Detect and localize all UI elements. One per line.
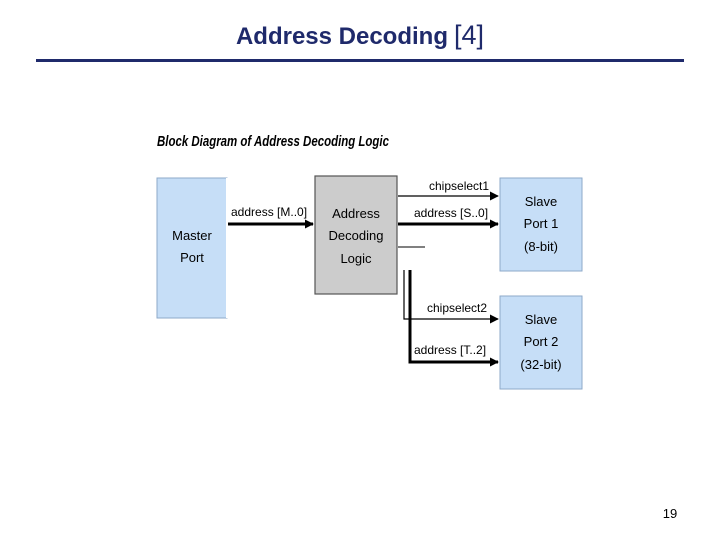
slave-port-1-block: Slave Port 1 (8-bit)	[499, 177, 583, 272]
master-port-box	[156, 177, 228, 319]
chipselect2-arrow	[403, 270, 499, 324]
chipselect1-label: chipselect1	[429, 179, 489, 193]
slave-port-2-label-1: Slave	[525, 312, 558, 327]
address-t-label: address [T..2]	[414, 343, 486, 357]
diagram-heading: Block Diagram of Address Decoding Logic	[157, 133, 389, 150]
slave-port-2-label-2: Port 2	[524, 334, 559, 349]
address-t-arrow	[408, 270, 499, 367]
decoder-label-1: Address	[332, 206, 380, 221]
master-port-block: Master Port	[156, 177, 228, 319]
decoder-label-3: Logic	[340, 251, 372, 266]
decoder-box	[314, 175, 398, 295]
slave-port-2-label-3: (32-bit)	[520, 357, 561, 372]
address-in-label: address [M..0]	[231, 205, 307, 219]
page-number: 19	[662, 506, 678, 521]
slave-port-2-box	[499, 295, 583, 390]
master-port-label-1: Master	[172, 228, 212, 243]
slide-title-text: Address Decoding	[235, 23, 448, 50]
decoder-block: Address Decoding Logic	[314, 175, 398, 295]
slave-port-2-block: Slave Port 2 (32-bit)	[499, 295, 583, 390]
slave-port-1-box	[499, 177, 583, 272]
decoder-label-2: Decoding	[329, 228, 384, 243]
slide-title-reference: [4]	[454, 20, 485, 50]
slave-port-1-label-2: Port 1	[524, 216, 559, 231]
chipselect2-label: chipselect2	[427, 301, 487, 315]
slide-title: Address Decoding[4]	[0, 20, 720, 51]
slave-port-1-label-1: Slave	[525, 194, 558, 209]
address-s-label: address [S..0]	[414, 206, 488, 220]
slave-port-1-label-3: (8-bit)	[524, 239, 558, 254]
title-underline	[36, 59, 684, 62]
master-port-label-2: Port	[180, 250, 204, 265]
